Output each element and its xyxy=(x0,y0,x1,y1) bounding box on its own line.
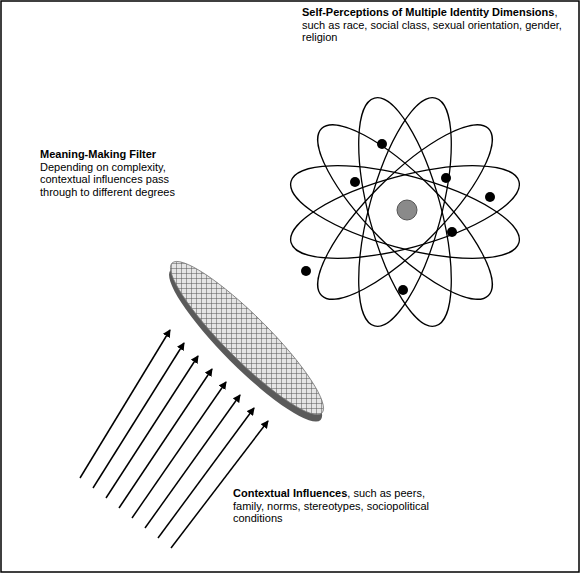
electron xyxy=(301,266,311,276)
caption-heading: Meaning-Making Filter xyxy=(40,148,156,160)
influence-arrow xyxy=(145,395,240,528)
orbit xyxy=(282,147,529,278)
nucleus xyxy=(397,200,417,220)
influence-arrow xyxy=(171,421,268,548)
filter-caption: Meaning-Making FilterDepending on comple… xyxy=(40,148,200,198)
orbit xyxy=(282,147,529,278)
influence-arrow xyxy=(93,343,184,488)
caption-heading: Contextual Influences xyxy=(233,487,347,499)
influence-arrow xyxy=(132,382,226,518)
context-caption: Contextual Influences, such as peers, fa… xyxy=(233,487,443,525)
orbit xyxy=(340,89,471,336)
influence-arrow xyxy=(119,369,212,508)
electron xyxy=(350,177,360,187)
identity-caption: Self-Perceptions of Multiple Identity Di… xyxy=(302,6,572,44)
caption-body: Depending on complexity, contextual infl… xyxy=(40,161,175,198)
orbit xyxy=(296,103,514,321)
electron xyxy=(447,227,457,237)
electron xyxy=(398,285,408,295)
filter-disc xyxy=(156,247,337,428)
electron xyxy=(377,139,387,149)
electron xyxy=(485,192,495,202)
orbit xyxy=(296,103,514,321)
orbit xyxy=(340,89,471,336)
electron xyxy=(441,173,451,183)
caption-heading: Self-Perceptions of Multiple Identity Di… xyxy=(302,6,554,18)
influence-arrow xyxy=(106,356,198,498)
influence-arrow xyxy=(80,330,170,478)
